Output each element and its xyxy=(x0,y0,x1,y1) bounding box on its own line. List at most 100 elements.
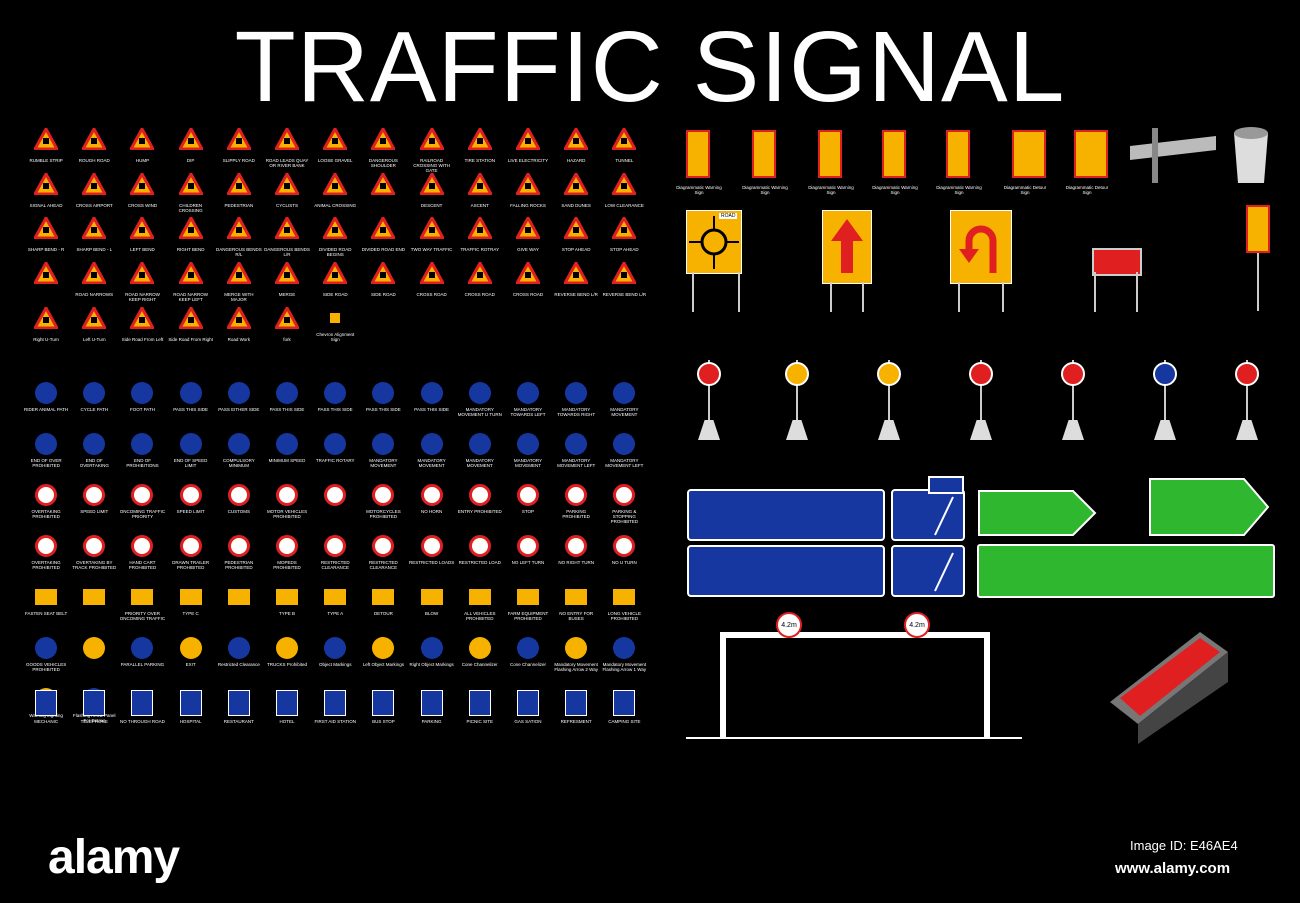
warning-triangle-icon xyxy=(321,259,349,285)
regulatory-sign-label: MANDATORY TOWARDS LEFT xyxy=(510,407,546,417)
warning-triangle-icon xyxy=(273,170,301,196)
regulatory-sign: TRUCKS Prohibited xyxy=(263,637,311,688)
warning-sign: DANGEROUS SHOULDER xyxy=(359,125,407,173)
warning-sign-label: FALLING ROCKS xyxy=(510,202,546,208)
diagrammatic-sign-label: Diagrammatic Warning Sign xyxy=(808,185,854,195)
warning-sign-label: Right U-Turn xyxy=(33,336,59,342)
flashing-arrow-up-sign xyxy=(822,210,872,284)
information-sign-label: FIRST AID STATION xyxy=(314,719,356,724)
site-url: www.alamy.com xyxy=(1115,860,1231,877)
warning-sign-symbol xyxy=(321,259,349,289)
other-sign-icon xyxy=(516,589,539,605)
regulatory-sign: END OF SPEED LIMIT xyxy=(167,433,215,484)
warning-sign: Road Work xyxy=(215,304,263,352)
information-sign-panel xyxy=(276,690,299,716)
regulatory-sign: EXIT xyxy=(167,637,215,688)
warning-sign: ASCENT xyxy=(456,170,504,218)
regulatory-sign-label: OVERTAKING PROHIBITED xyxy=(31,509,61,519)
warning-triangle-icon xyxy=(369,259,397,285)
regulatory-sign: Object Markings xyxy=(311,637,359,688)
information-sign-label: CAMPING SITE xyxy=(608,719,641,724)
mandatory-disc-icon xyxy=(276,433,299,455)
arrow-up-sign-posts xyxy=(830,282,864,312)
warning-triangle-icon xyxy=(466,170,494,196)
information-sign-panel xyxy=(35,690,58,716)
warning-sign: SAND DUNES xyxy=(552,170,600,218)
warning-sign-label: CROSS ROAD xyxy=(464,292,495,298)
regulatory-sign-label: FARM EQUIPMENT PROHIBITED xyxy=(507,611,549,621)
warning-sign: LEFT BEND xyxy=(118,215,166,262)
regulatory-sign: STOP xyxy=(504,484,552,535)
warning-sign-symbol xyxy=(128,304,157,334)
warning-sign-symbol xyxy=(562,259,590,289)
regulatory-sign: FARM EQUIPMENT PROHIBITED xyxy=(504,586,552,637)
warning-sign-symbol xyxy=(177,304,205,334)
warning-sign-label: Left U-Turn xyxy=(82,336,106,342)
regulatory-sign: PASS THIS SIDE xyxy=(263,382,311,433)
other-sign-icon xyxy=(613,589,636,605)
warning-sign: DANGEROUS BENDS L/R xyxy=(263,215,311,262)
warning-triangle-icon xyxy=(128,215,157,240)
regulatory-sign-label: MANDATORY MOVEMENT xyxy=(513,458,543,468)
regulatory-sign: RESTRICTED CLEARANCE xyxy=(359,535,407,586)
diagrammatic-sign-label: Diagrammatic Warning Sign xyxy=(936,185,982,195)
warning-sign: RAILROAD CROSSING WITH GATE xyxy=(408,125,456,173)
warning-sign-symbol xyxy=(273,215,301,244)
regulatory-sign: MANDATORY MOVEMENT xyxy=(600,382,648,433)
warning-sign: SLIPPLY ROAD xyxy=(215,125,263,173)
warning-sign-label: MERGE WITH MAJOR xyxy=(224,292,254,303)
warning-sign-label: CROSS AIRPORT xyxy=(75,202,113,208)
warning-triangle-icon xyxy=(418,170,446,196)
diagrammatic-post-sign xyxy=(1246,205,1270,253)
information-sign: HOTEL xyxy=(263,690,311,750)
diagrammatic-sign xyxy=(882,130,906,178)
warning-sign-symbol xyxy=(32,170,60,200)
post-sign-head xyxy=(1235,362,1259,386)
mandatory-disc-icon xyxy=(276,382,299,404)
regulatory-sign-label: TYPE C xyxy=(182,611,199,616)
warning-sign: TIRE STATION xyxy=(456,125,504,173)
warning-sign: LIVE ELECTRICITY xyxy=(504,125,552,173)
warning-triangle-icon xyxy=(514,170,542,196)
warning-sign-label: SLIPPLY ROAD xyxy=(222,158,255,163)
diagrammatic-sign xyxy=(946,130,970,178)
regulatory-sign: Cone Channelizer xyxy=(456,637,504,688)
prohibition-disc-icon xyxy=(420,484,443,506)
arrow-diagonal-icon xyxy=(934,552,954,592)
warning-sign-label: HUMP xyxy=(135,158,150,163)
prohibition-disc-icon xyxy=(613,484,636,506)
warning-sign-label: REVERSE BEND L/R xyxy=(602,292,647,298)
regulatory-sign: OVERTAKING BY TRACK PROHIBITED xyxy=(70,535,118,586)
warning-triangle-icon xyxy=(466,125,494,151)
regulatory-sign xyxy=(70,586,118,637)
regulatory-sign: LONG VEHICLE PROHIBITED xyxy=(600,586,648,637)
prohibition-disc-icon xyxy=(565,484,588,506)
regulatory-sign xyxy=(215,586,263,637)
regulatory-sign: PARKING PROHIBITED xyxy=(552,484,600,535)
arrow-up-icon xyxy=(831,219,863,273)
prohibition-disc-icon xyxy=(131,484,154,506)
post-sign-base xyxy=(1062,420,1084,440)
warning-triangle-icon xyxy=(610,170,638,196)
post-sign-pole xyxy=(708,360,710,440)
warning-sign-symbol xyxy=(225,170,253,200)
warning-sign-label: ROAD NARROW KEEP RIGHT xyxy=(125,292,160,303)
roundabout-sign: ROAD xyxy=(686,210,742,274)
regulatory-sign-label: MANDATORY MOVEMENT xyxy=(610,407,639,417)
u-turn-sign-posts xyxy=(958,282,1004,312)
regulatory-sign: CYCLE PATH xyxy=(70,382,118,433)
warning-sign: CROSS ROAD xyxy=(408,259,456,307)
warning-sign: DIP xyxy=(167,125,215,173)
prohibition-disc-icon xyxy=(276,484,299,506)
regulatory-sign-label: END OF SPEED LIMIT xyxy=(173,458,208,468)
other-sign-icon xyxy=(420,589,443,605)
warning-triangle-icon xyxy=(128,170,157,196)
information-sign: GAS SATION xyxy=(504,690,552,750)
mandatory-disc-icon xyxy=(83,382,106,404)
regulatory-sign: MOTORCYCLES PROHIBITED xyxy=(359,484,407,535)
regulatory-sign: Mandatory Movement Flashing Arrow 2 Way xyxy=(552,637,600,688)
information-sign-panel xyxy=(565,690,588,716)
warning-sign-symbol xyxy=(418,170,446,200)
warning-sign-symbol xyxy=(273,125,301,155)
information-sign: RESTAURANT xyxy=(215,690,263,750)
